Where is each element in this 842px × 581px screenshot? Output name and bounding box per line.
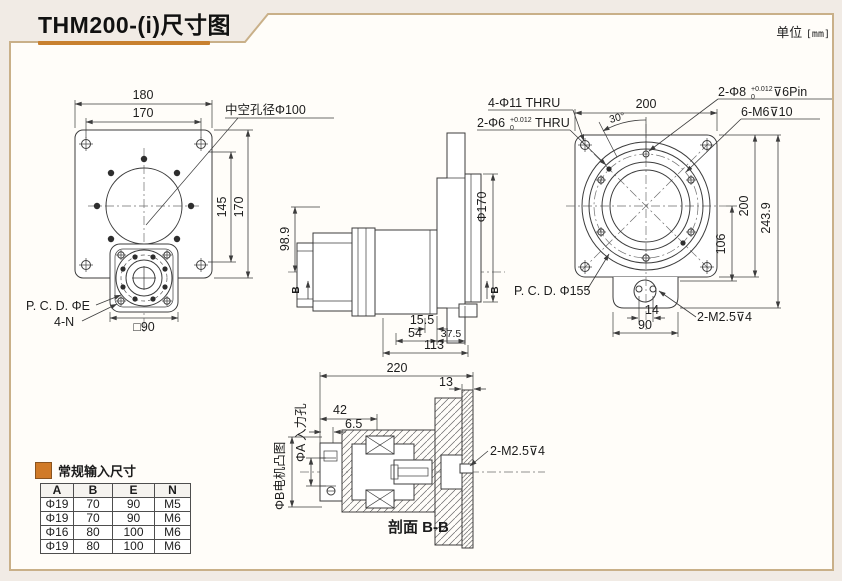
dim-200-right: 200: [737, 196, 751, 217]
dim-13: 13: [439, 375, 453, 389]
table-cell: M5: [154, 497, 191, 512]
hollow-bore-label: 中空孔径Φ100: [225, 102, 306, 117]
side-view: B B 98.9 Φ170 15.5 54 37.5 113: [278, 132, 505, 357]
table-row: Φ19 70 90 M6: [40, 511, 191, 526]
table-cell: M6: [154, 525, 191, 540]
pin-holes-large-suffix: ⊽6Pin: [773, 85, 807, 99]
dim-170-height: 170: [232, 197, 246, 218]
dim-180: 180: [133, 88, 154, 102]
table-row: Φ19 80 100 M6: [40, 539, 191, 554]
pcd-e-label: P. C. D. ΦE: [26, 299, 90, 313]
table-cell: 70: [73, 497, 113, 512]
pin-holes-large-base: 2-Φ8: [718, 85, 746, 99]
dim-106: 106: [714, 234, 728, 255]
table-cell: 100: [112, 539, 155, 554]
dim-37-5: 37.5: [441, 328, 462, 340]
dim-phi170: Φ170: [475, 192, 489, 223]
table-cell: 100: [112, 525, 155, 540]
table-cell: 90: [112, 497, 155, 512]
col-header-a: A: [40, 483, 74, 498]
four-n-label: 4-N: [54, 315, 74, 329]
section-b-right: B: [490, 286, 501, 293]
section-view: 220 13 42 6.5 ΦA 入力孔 ΦB电机凸图 2-M2.5⊽4 剖面 …: [273, 361, 545, 549]
dim-6-5: 6.5: [345, 417, 362, 431]
tab-screws-label: 2-M2.5⊽4: [697, 310, 752, 324]
pin-holes-small-suffix: THRU: [535, 116, 570, 130]
input-spec-table: A B E N Φ19 70 90 M5 Φ19 70 90 M6 Φ16 80: [40, 483, 191, 554]
back-view: 30° 4-Φ11 THRU 2-Φ6 +0.012 0 THRU 2-Φ8 +…: [477, 85, 832, 337]
table-cell: M6: [154, 539, 191, 554]
col-header-b: B: [73, 483, 113, 498]
title-underline: [38, 41, 210, 45]
pin-holes-large-tol-lower: 0: [751, 94, 755, 101]
motor-boss-label: ΦB电机凸图: [273, 442, 287, 510]
tap-holes-label: 6-M6⊽10: [741, 105, 793, 119]
table-cell: 90: [112, 511, 155, 526]
corner-holes-label: 4-Φ11 THRU: [488, 96, 560, 110]
dim-15-5: 15.5: [410, 313, 434, 327]
col-header-e: E: [112, 483, 155, 498]
page-title: THM200-(i)尺寸图: [38, 12, 232, 38]
table-cell: 70: [73, 511, 113, 526]
dim-145: 145: [215, 197, 229, 218]
front-view: 中空孔径Φ100 180 170 145 170 P. C. D. ΦE 4-N: [26, 88, 334, 334]
unit-value: [mm]: [805, 29, 830, 40]
dim-220: 220: [387, 361, 408, 375]
dim-200-top: 200: [636, 97, 657, 111]
table-row: Φ16 80 100 M6: [40, 525, 191, 540]
table-cell: 80: [73, 539, 113, 554]
dim-14: 14: [645, 303, 659, 317]
table-cell: Φ16: [40, 525, 74, 540]
dim-42: 42: [333, 403, 347, 417]
col-header-n: N: [154, 483, 191, 498]
table-row: Φ19 70 90 M5: [40, 497, 191, 512]
unit-label: 单位 [mm]: [735, 22, 830, 41]
dim-98-9: 98.9: [278, 227, 292, 251]
legend-square-icon: [35, 462, 52, 479]
table-cell: M6: [154, 511, 191, 526]
pin-holes-small-tol-lower: 0: [510, 125, 514, 132]
table-header-row: A B E N: [40, 483, 191, 498]
pcd-155-label: P. C. D. Φ155: [514, 284, 590, 298]
dim-113: 113: [424, 338, 444, 352]
section-caption: 剖面 B-B: [388, 518, 449, 536]
dim-90: 90: [638, 318, 652, 332]
section-b-left: B: [291, 286, 302, 293]
dim-243-9: 243.9: [759, 202, 773, 233]
table-cell: 80: [73, 525, 113, 540]
section-screws-label: 2-M2.5⊽4: [490, 444, 545, 458]
pin-holes-small-base: 2-Φ6: [477, 116, 505, 130]
dim-54: 54: [408, 326, 422, 340]
table-cell: Φ19: [40, 497, 74, 512]
pin-holes-small-tol-upper: +0.012: [510, 117, 532, 124]
table-cell: Φ19: [40, 539, 74, 554]
input-bore-label: ΦA 入力孔: [294, 403, 308, 462]
square-90-label: □90: [133, 320, 155, 334]
pin-holes-large-tol-upper: +0.012: [751, 86, 773, 93]
unit-text: 单位: [776, 25, 803, 40]
dim-170-width: 170: [133, 106, 154, 120]
legend-text: 常规输入尺寸: [58, 464, 137, 479]
table-cell: Φ19: [40, 511, 74, 526]
table-legend: 常规输入尺寸: [35, 461, 136, 480]
